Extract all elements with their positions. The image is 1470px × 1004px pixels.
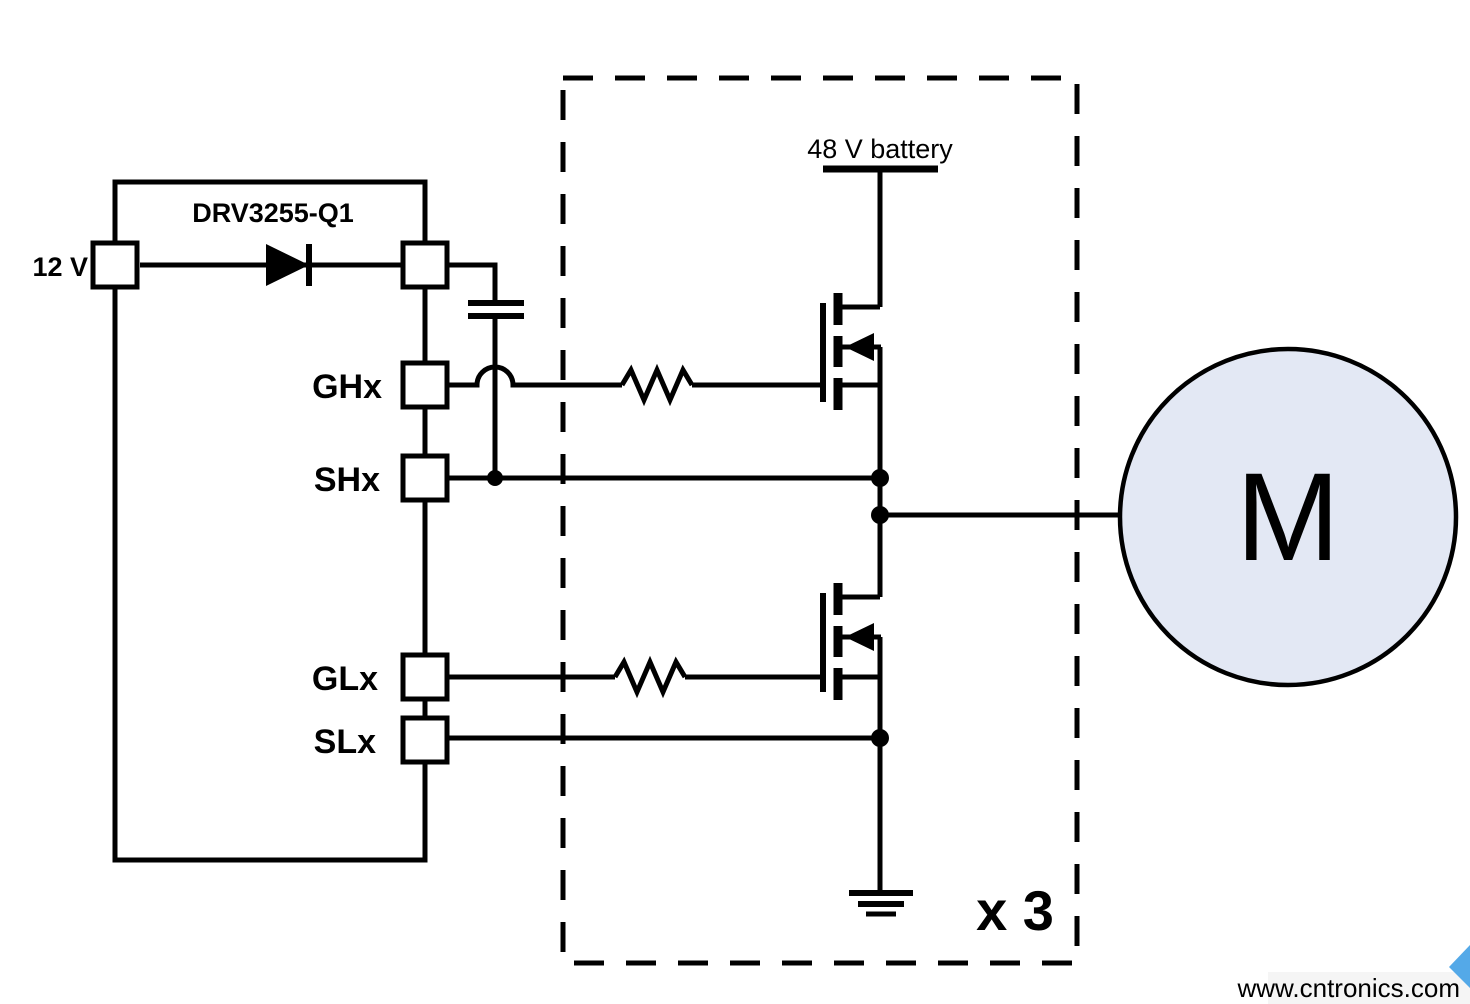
watermark-panel xyxy=(1268,972,1470,1004)
pin-pad-vm xyxy=(400,240,450,290)
driver-block: DRV3255-Q1 xyxy=(112,179,428,863)
junction-dot xyxy=(487,470,503,486)
gate-resistor-low-icon xyxy=(447,655,820,699)
battery-rail-icon: 48 V battery xyxy=(807,134,953,307)
pin-pads xyxy=(90,240,450,765)
junction-dot xyxy=(871,729,889,747)
pin-pad-slx xyxy=(400,715,450,765)
label-glx: GLx xyxy=(312,660,378,698)
nav-arrow-icon xyxy=(1449,945,1470,988)
mosfet-low-side-icon xyxy=(820,583,883,740)
pin-pad-glx xyxy=(400,652,450,702)
battery-label: 48 V battery xyxy=(807,134,953,164)
motor-label: M xyxy=(1236,448,1340,587)
junction-dot xyxy=(871,506,889,524)
diode-icon xyxy=(140,244,403,286)
pin-pad-shx xyxy=(400,453,450,503)
label-shx: SHx xyxy=(314,461,380,499)
watermark-text: www.cntronics.com xyxy=(1237,973,1461,1003)
phase-boundary-dashed-box: x 3 xyxy=(560,75,1080,966)
pin-pad-ghx xyxy=(400,360,450,410)
mosfet-high-side-icon xyxy=(820,293,881,410)
junction-dot xyxy=(871,469,889,487)
label-ghx: GHx xyxy=(312,368,382,406)
label-slx: SLx xyxy=(314,723,376,761)
ground-icon xyxy=(849,738,913,917)
driver-part-label: DRV3255-Q1 xyxy=(192,198,354,228)
bootstrap-capacitor-icon xyxy=(447,262,524,478)
multiplier-label: x 3 xyxy=(976,879,1054,942)
label-12v: 12 V xyxy=(32,252,88,282)
gate-resistor-high-icon xyxy=(619,363,820,407)
pin-pad-12v xyxy=(90,240,140,290)
wire-hop-icon xyxy=(447,364,622,388)
motor-symbol: M xyxy=(1117,346,1459,688)
